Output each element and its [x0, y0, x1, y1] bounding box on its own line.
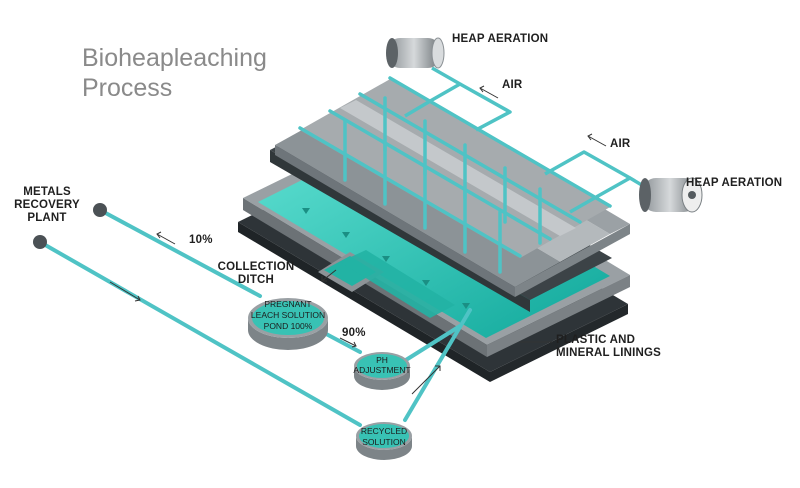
heap-aeration-right-label: HEAP AERATION [686, 177, 783, 189]
plastic-linings-label-1: PLASTIC AND [556, 334, 636, 346]
recovery-pipes [38, 208, 472, 427]
heap-aeration-top-label: HEAP AERATION [452, 33, 549, 45]
pregnant-leach-pond [248, 298, 328, 350]
collection-ditch-label-1: COLLECTION [217, 261, 295, 273]
pregnant-label-2: LEACH SOLUTION [250, 310, 326, 320]
recycled-label-2: SOLUTION [362, 437, 406, 447]
diagram-title-line1: Bioheapleaching [82, 44, 267, 72]
aeration-pipes [298, 76, 612, 274]
diagram-title-line2: Process [82, 74, 173, 102]
ph-label-1: PH [376, 355, 388, 365]
air-top-label: AIR [502, 79, 523, 91]
recycled-solution-pond [356, 422, 412, 460]
air-flow-arrows [479, 85, 607, 147]
flow-arrows [109, 231, 441, 395]
recovery-plant-port-1 [93, 203, 107, 217]
ph-adjustment-pond [354, 352, 410, 390]
ten-percent-label: 10% [189, 234, 213, 246]
pregnant-label-3: POND 100% [263, 321, 313, 331]
collection-ditch-label-2: DITCH [237, 274, 275, 286]
metals-recovery-label-2: RECOVERY [14, 199, 80, 211]
ph-label-2: ADJUSTMENT [353, 365, 411, 375]
heap-ridge [340, 100, 576, 236]
drip-arrows [302, 208, 470, 309]
pregnant-label-1: PREGNANT [264, 299, 312, 309]
recovery-plant-port-2 [33, 235, 47, 249]
collection-ditch [318, 250, 455, 318]
heap-aeration-fan-right [639, 177, 703, 213]
metals-recovery-label-1: METALS [23, 186, 71, 198]
air-right-label: AIR [610, 138, 631, 150]
plastic-linings-label-2: MINERAL LININGS [556, 347, 662, 359]
recycled-label-1: RECYCLED [360, 426, 408, 436]
metals-recovery-label-3: PLANT [27, 212, 67, 224]
ninety-percent-label: 90% [342, 327, 366, 339]
heap-aeration-fan-top [386, 37, 445, 69]
